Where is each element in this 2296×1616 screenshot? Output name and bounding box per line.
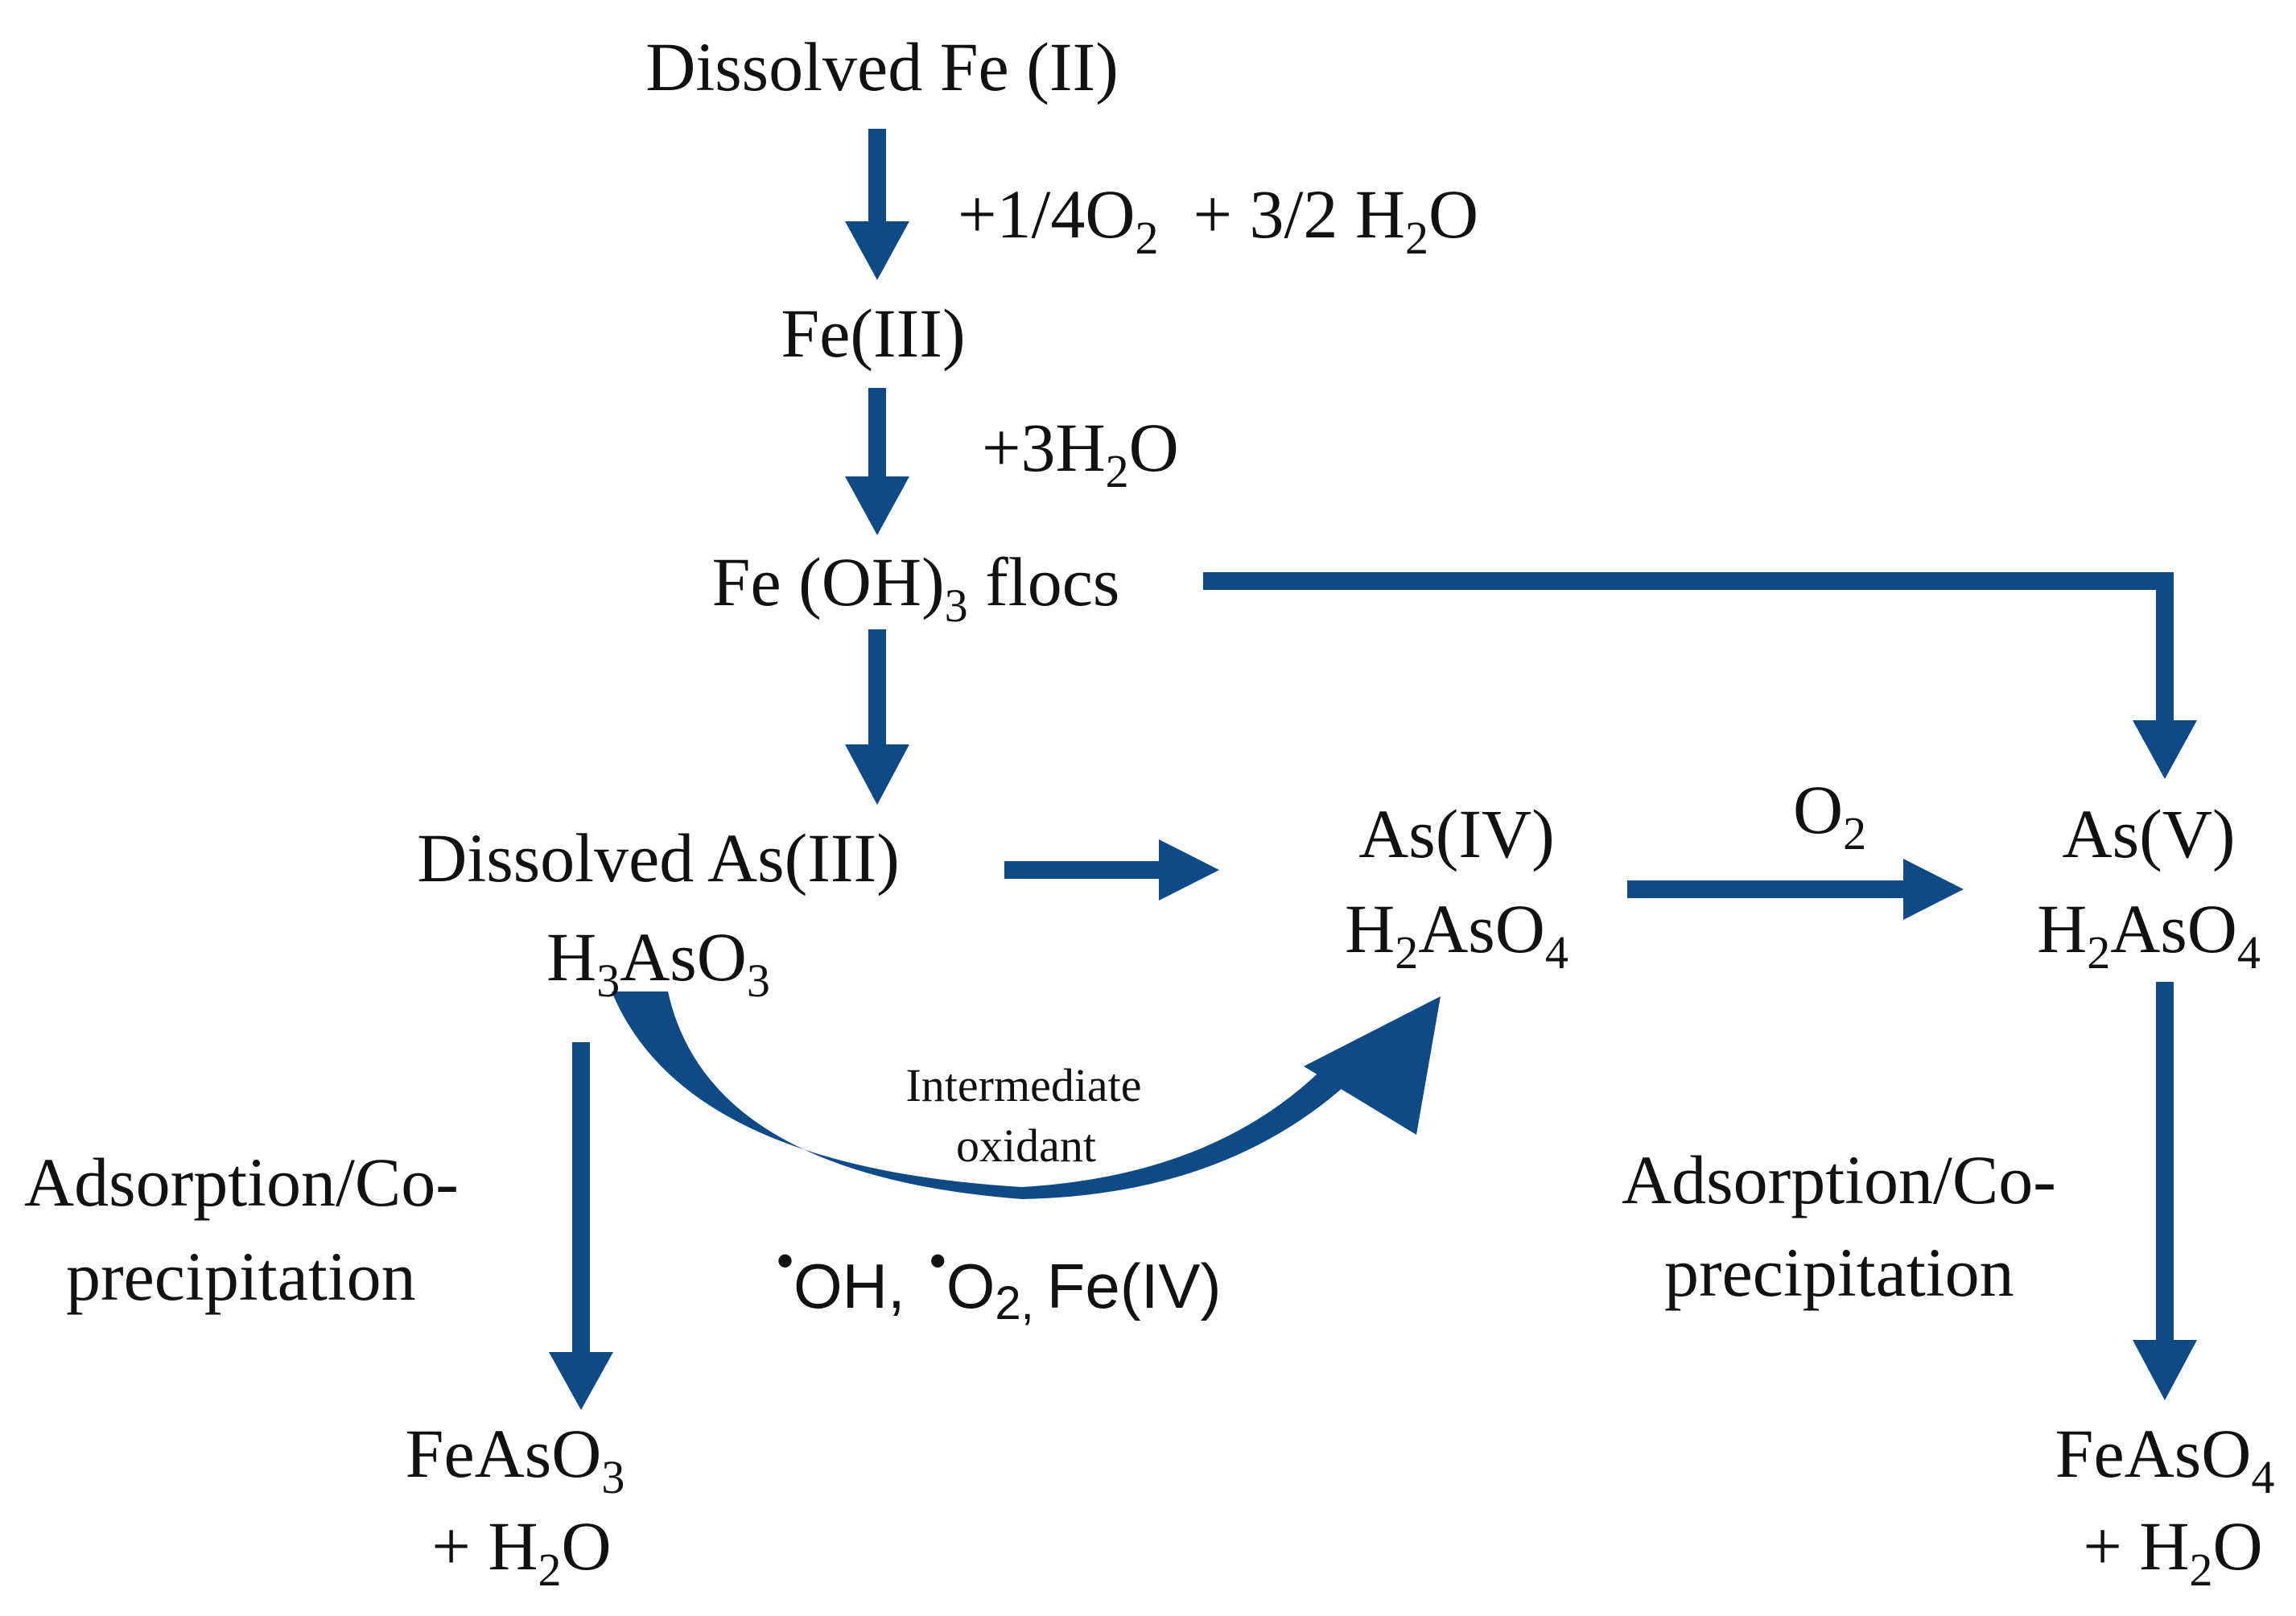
node-feaso3: FeAsO3 + H2O [406,1415,625,1596]
as3-title: Dissolved As(III) [417,819,900,897]
node-as4: As(IV) H2AsO4 [1345,795,1568,979]
feaso3-main: FeAsO [406,1415,602,1492]
arrow-as4-to-as5 [1627,859,1964,920]
feaso4-water-o: O [2213,1507,2263,1585]
label-o2: O2 [1793,771,1866,860]
arrow-feoh3-to-as5 [1203,572,2197,779]
feaso4-water-sub: 2 [2190,1544,2213,1596]
radical-o-sub: 2, [995,1277,1033,1329]
label-water3-sub: 2 [1106,445,1129,497]
as5-formula-sub1: 2 [2087,926,2110,979]
feaso4-formula: FeAsO4 [2055,1415,2275,1503]
feaso4-water-h: + H [2083,1507,2189,1585]
label-adsorption-right-1: Adsorption/Co- [1622,1141,2056,1218]
feaso3-water-h: + H [431,1507,538,1585]
node-as5: As(V) H2AsO4 [2037,795,2261,979]
as4-formula-h: H [1345,890,1395,967]
as3-formula-sub1: 3 [596,954,620,1007]
feaso3-water: + H2O [431,1507,611,1596]
feaso3-formula: FeAsO3 [406,1415,625,1503]
as5-formula-h: H [2037,890,2087,967]
feaso4-water: + H2O [2083,1507,2262,1596]
arrow-as3-to-as4 [1004,839,1219,901]
label-oxygen-water-c: O [1428,175,1478,253]
as5-title: As(V) [2063,795,2236,872]
label-radicals: •OH,•O2,Fe(IV) [777,1234,1221,1329]
label-intermediate: Intermediate [905,1059,1141,1111]
feaso4-sub: 4 [2251,1451,2274,1503]
as3-formula-aso: AsO [620,918,747,996]
fe-oh3-part-b: flocs [968,543,1120,620]
label-adsorption-left-2: precipitation [66,1238,416,1315]
arrow-fe3-to-feoh3 [845,388,909,535]
label-oxygen-water-b: + 3/2 H [1159,175,1406,253]
feaso3-water-sub: 2 [538,1544,562,1596]
as3-formula-sub2: 3 [747,954,770,1007]
label-water3: +3H2O [982,409,1179,497]
arrow-as5-to-feaso4 [2133,982,2197,1400]
as3-formula-h: H [546,918,596,996]
node-fe-oh3-flocs: Fe (OH)3 flocs [712,543,1120,632]
fe-oh3-part-a: Fe (OH) [712,543,945,620]
arrow-as3-to-feaso3 [549,1042,613,1410]
radical-oh: OH, [794,1251,905,1321]
as5-formula: H2AsO4 [2037,890,2261,979]
as3-formula: H3AsO3 [546,918,770,1007]
arrow-feoh3-to-as3 [845,629,909,805]
as5-formula-aso: AsO [2110,890,2237,967]
label-oxidant: oxidant [956,1119,1096,1172]
label-water3-a: +3H [982,409,1106,486]
label-oxygen-water-a: +1/4O [958,175,1136,253]
feaso4-main: FeAsO [2055,1415,2252,1492]
node-feaso4: FeAsO4 + H2O [2055,1415,2275,1596]
as4-title: As(IV) [1358,795,1555,872]
label-water3-b: O [1129,409,1179,486]
node-fe3: Fe(III) [781,295,965,372]
label-oxygen-water-sub2: 2 [1405,212,1428,264]
label-o2-o: O [1793,771,1843,848]
fe-oh3-subscript: 3 [945,579,968,632]
as5-formula-sub2: 4 [2237,926,2261,979]
radical-o: O [946,1251,995,1321]
as4-formula-sub2: 4 [1545,926,1568,979]
radical-dot-2: • [930,1234,946,1288]
node-dissolved-as3: Dissolved As(III) H3AsO3 [417,819,900,1007]
label-oxygen-water: +1/4O2 + 3/2 H2O [958,175,1478,264]
label-adsorption-left-1: Adsorption/Co- [24,1144,459,1221]
radical-dot-1: • [777,1234,794,1288]
feaso3-sub: 3 [601,1451,624,1503]
curved-arrow-intermediate-oxidant [612,991,1441,1199]
label-oxygen-water-sub1: 2 [1136,212,1159,264]
label-o2-sub: 2 [1843,807,1866,860]
radical-fe4: Fe(IV) [1047,1251,1222,1321]
as4-formula-aso: AsO [1418,890,1545,967]
feaso3-water-o: O [562,1507,612,1585]
as4-formula-sub1: 2 [1395,926,1418,979]
as4-formula: H2AsO4 [1345,890,1568,979]
node-dissolved-fe2: Dissolved Fe (II) [645,28,1119,105]
label-adsorption-right-2: precipitation [1664,1234,2014,1311]
arrow-fe2-to-fe3 [845,129,909,280]
